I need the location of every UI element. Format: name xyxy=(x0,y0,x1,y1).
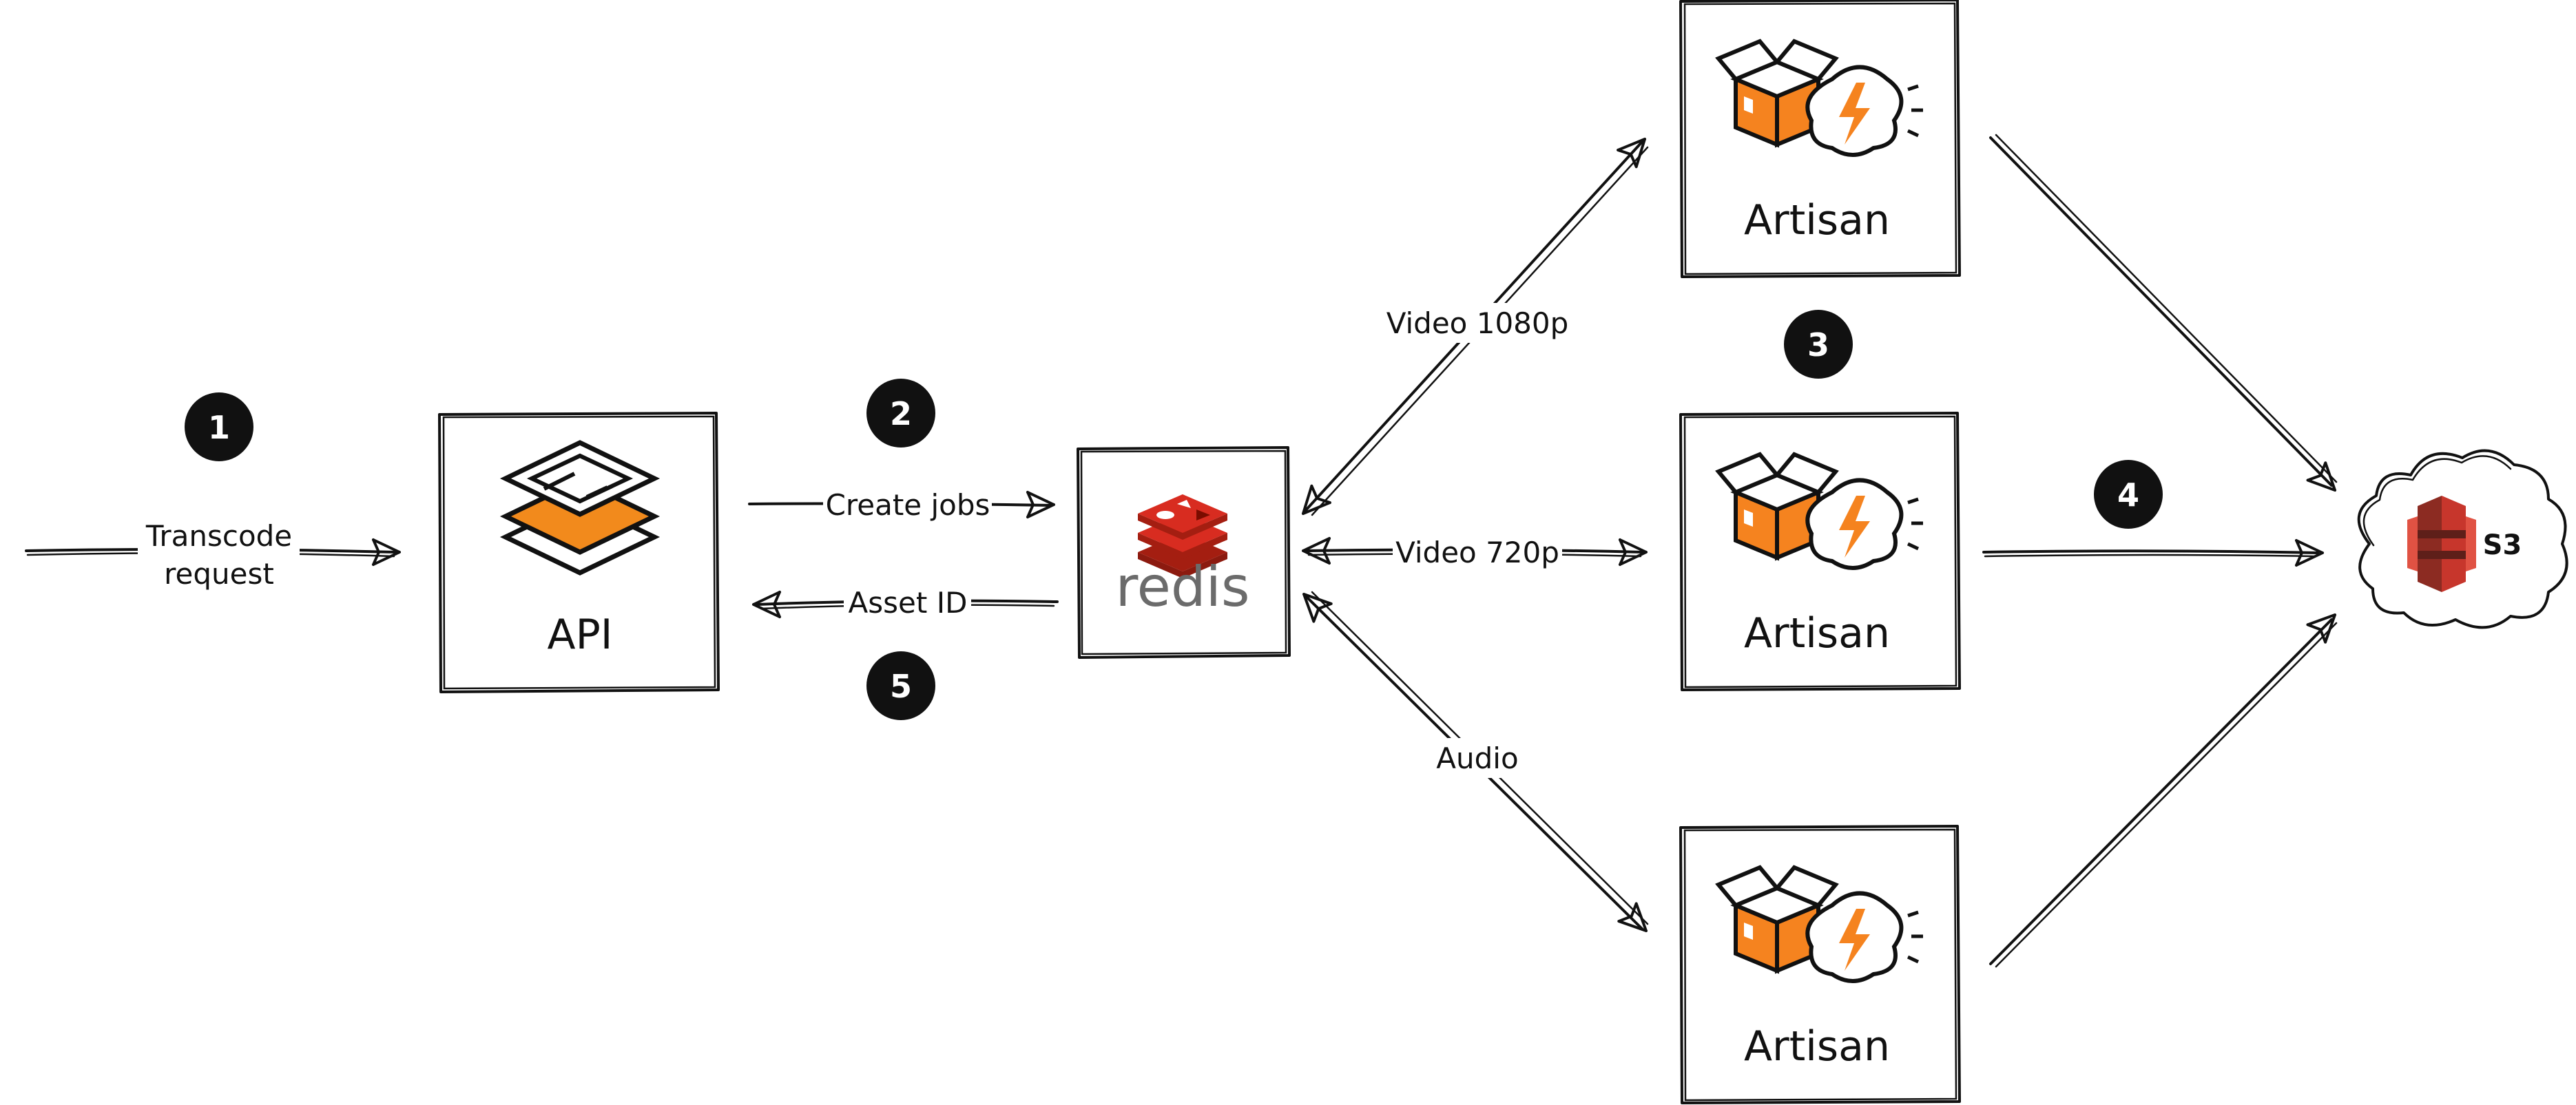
artisan-node-top: Artisan xyxy=(1679,0,1961,278)
s3-label: S3 xyxy=(2483,529,2522,561)
artisan-node-middle: Artisan xyxy=(1679,412,1961,691)
edge-video-720p: Video 720p xyxy=(1302,533,1648,573)
video-1080p-label: Video 1080p xyxy=(1386,306,1569,340)
artisan-node-bottom: Artisan xyxy=(1679,825,1961,1104)
s3-node: S3 xyxy=(2357,449,2568,629)
step-badge-4: 4 xyxy=(2094,460,2163,529)
edge-artisan-bottom-to-s3 xyxy=(1989,604,2345,968)
edge-transcode-request: Transcode request xyxy=(25,518,401,597)
transcode-label-line1: Transcode xyxy=(145,519,292,553)
audio-label: Audio xyxy=(1436,741,1518,775)
edge-asset-id: Asset ID xyxy=(752,584,1059,622)
step-2-number: 2 xyxy=(890,395,912,432)
api-node: API xyxy=(438,412,720,693)
step-3-number: 3 xyxy=(1807,326,1829,364)
edge-video-1080p: Video 1080p xyxy=(1292,129,1656,524)
video-720p-label: Video 720p xyxy=(1395,536,1559,569)
step-1-number: 1 xyxy=(208,409,230,446)
step-badge-3: 3 xyxy=(1784,310,1853,379)
edge-audio: Audio xyxy=(1294,584,1656,941)
stacked-layers-tablet-icon xyxy=(499,440,661,576)
artisan-bottom-label: Artisan xyxy=(1744,1022,1890,1071)
package-brain-lightning-icon xyxy=(1715,865,1923,983)
transcode-label-line2: request xyxy=(164,557,274,591)
aws-s3-bucket-icon xyxy=(2407,496,2476,592)
redis-label: redis xyxy=(1115,555,1249,619)
edge-create-jobs: Create jobs xyxy=(748,486,1055,525)
step-5-number: 5 xyxy=(890,668,912,705)
edge-artisan-middle-to-s3 xyxy=(1982,539,2324,567)
create-jobs-label: Create jobs xyxy=(826,488,990,522)
redis-logo-icon xyxy=(1138,494,1227,578)
asset-id-label: Asset ID xyxy=(849,586,968,620)
artisan-middle-label: Artisan xyxy=(1744,609,1890,657)
artisan-top-label: Artisan xyxy=(1744,196,1890,244)
step-badge-1: 1 xyxy=(185,392,253,461)
edge-artisan-top-to-s3 xyxy=(1989,134,2345,501)
step-badge-2: 2 xyxy=(866,379,935,448)
redis-node: redis xyxy=(1077,446,1291,659)
api-label: API xyxy=(548,611,613,659)
package-brain-lightning-icon xyxy=(1715,39,1923,157)
package-brain-lightning-icon xyxy=(1715,452,1923,570)
step-badge-5: 5 xyxy=(866,651,935,720)
step-4-number: 4 xyxy=(2117,476,2139,514)
